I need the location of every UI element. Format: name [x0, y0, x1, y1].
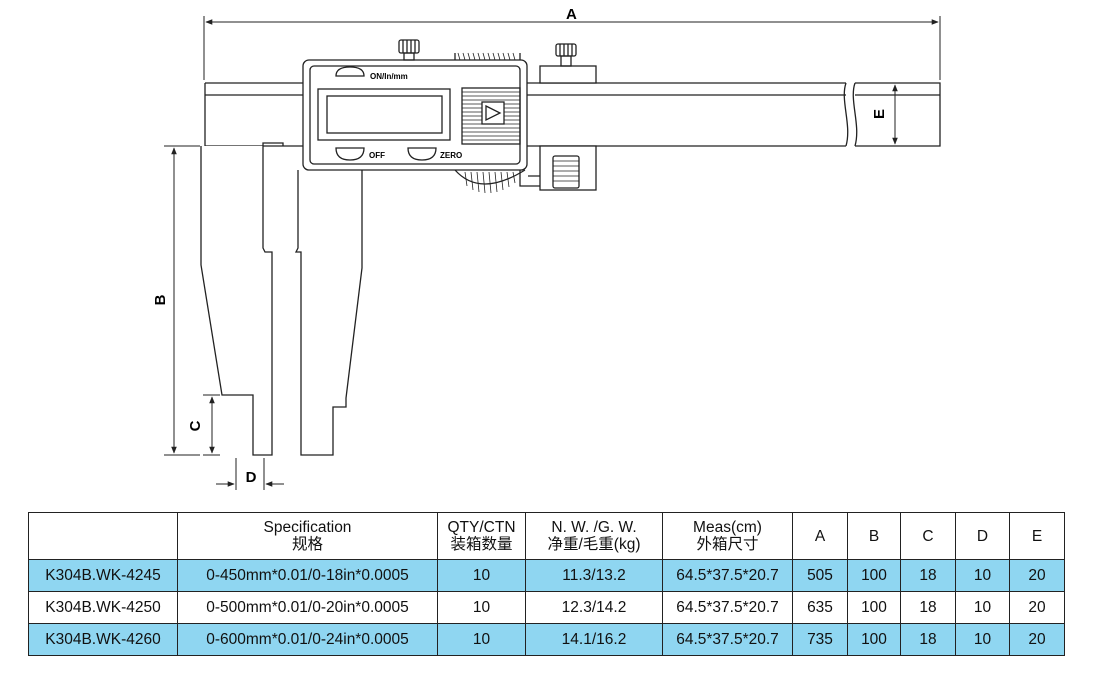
header-model: [28, 512, 178, 560]
fine-adjust-clamp: [539, 65, 597, 84]
cell-c: 18: [900, 623, 956, 656]
header-b: B: [847, 512, 901, 560]
cell-model: K304B.WK-4250: [28, 591, 178, 624]
cell-qty: 10: [437, 623, 526, 656]
header-meas: Meas(cm)外箱尺寸: [662, 512, 793, 560]
cell-a: 635: [792, 591, 848, 624]
table-row: K304B.WK-4250 0-500mm*0.01/0-20in*0.0005…: [28, 591, 1065, 624]
cell-model: K304B.WK-4260: [28, 623, 178, 656]
cell-e: 20: [1009, 591, 1065, 624]
table-row: K304B.WK-4260 0-600mm*0.01/0-24in*0.0005…: [28, 623, 1065, 656]
cell-b: 100: [847, 623, 901, 656]
cell-c: 18: [900, 559, 956, 592]
cell-meas: 64.5*37.5*20.7: [662, 623, 793, 656]
cell-c: 18: [900, 591, 956, 624]
on-button: [335, 66, 365, 77]
cell-weight: 14.1/16.2: [525, 623, 663, 656]
header-c: C: [900, 512, 956, 560]
header-d: D: [955, 512, 1010, 560]
cell-a: 735: [792, 623, 848, 656]
cell-b: 100: [847, 591, 901, 624]
dimension-label-b: B: [152, 294, 169, 305]
beam-end: [855, 82, 941, 147]
cell-weight: 11.3/13.2: [525, 559, 663, 592]
cell-spec: 0-500mm*0.01/0-20in*0.0005: [177, 591, 438, 624]
table-row: K304B.WK-4245 0-450mm*0.01/0-18in*0.0005…: [28, 559, 1065, 592]
zero-button-label: ZERO: [440, 151, 462, 160]
bottom-wheel: [454, 169, 526, 185]
sliding-jaw: [294, 170, 363, 456]
fixed-jaw: [200, 146, 273, 456]
cell-weight: 12.3/14.2: [525, 591, 663, 624]
dimension-label-c: C: [187, 420, 204, 431]
cell-qty: 10: [437, 591, 526, 624]
cell-e: 20: [1009, 623, 1065, 656]
cell-d: 10: [955, 559, 1010, 592]
on-button-label: ON/In/mm: [370, 72, 408, 81]
header-a: A: [792, 512, 848, 560]
dimension-label-a: A: [566, 6, 577, 23]
lcd-screen: [317, 88, 451, 141]
cell-b: 100: [847, 559, 901, 592]
off-button-label: OFF: [369, 151, 385, 160]
cell-meas: 64.5*37.5*20.7: [662, 559, 793, 592]
zero-button: [407, 147, 437, 161]
header-e: E: [1009, 512, 1065, 560]
caliper-drawing: A B C D E ON/In/mm OFF ZERO: [152, 6, 941, 490]
cell-d: 10: [955, 591, 1010, 624]
cell-meas: 64.5*37.5*20.7: [662, 591, 793, 624]
off-button: [335, 147, 365, 161]
cell-a: 505: [792, 559, 848, 592]
cell-model: K304B.WK-4245: [28, 559, 178, 592]
cell-spec: 0-450mm*0.01/0-18in*0.0005: [177, 559, 438, 592]
header-weight: N. W. /G. W.净重/毛重(kg): [525, 512, 663, 560]
beam-break: [843, 82, 858, 147]
cell-e: 20: [1009, 559, 1065, 592]
dimension-label-e: E: [871, 109, 888, 119]
cell-spec: 0-600mm*0.01/0-24in*0.0005: [177, 623, 438, 656]
cell-qty: 10: [437, 559, 526, 592]
dimension-label-d: D: [246, 469, 257, 486]
cell-d: 10: [955, 623, 1010, 656]
